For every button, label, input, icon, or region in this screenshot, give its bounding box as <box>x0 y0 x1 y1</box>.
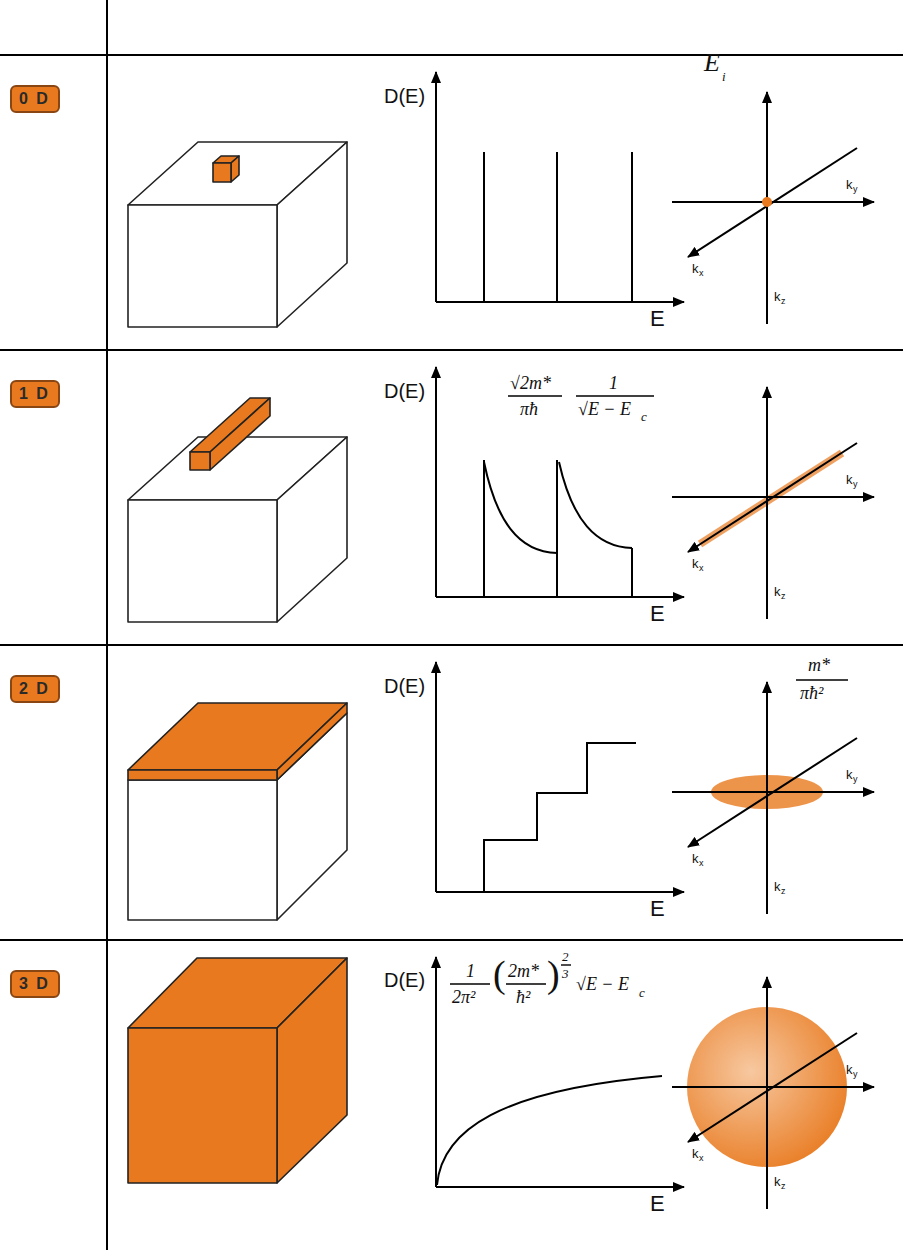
formula-part: 3 <box>562 967 569 980</box>
axis-title: D(E) <box>384 86 425 106</box>
row-label: 1 D <box>19 385 51 403</box>
row-label-box: 0 D <box>10 85 60 113</box>
k-axis-label: z <box>781 297 786 306</box>
formula-part: c <box>639 986 645 999</box>
k-axis-label: y <box>853 775 858 784</box>
row-label: 2 D <box>19 680 51 698</box>
formula-part: ) <box>547 955 560 993</box>
axes <box>436 662 874 914</box>
axes <box>436 367 874 619</box>
row-label-box: 1 D <box>10 380 60 408</box>
k-axis-label: x <box>699 269 704 278</box>
formula-part: i <box>722 70 726 83</box>
k-axis-label: k <box>774 290 781 303</box>
axis-label: E <box>650 1193 665 1215</box>
formula-part: √2m* <box>510 374 551 392</box>
row-label-box: 2 D <box>10 675 60 703</box>
k-axis-label: x <box>699 1154 704 1163</box>
cubes <box>128 142 347 1183</box>
k-axis-label: k <box>774 1175 781 1188</box>
formula-part: 1 <box>466 962 475 980</box>
row-label: 3 D <box>19 975 51 993</box>
row-label-box: 3 D <box>10 970 60 998</box>
axis-label: E <box>650 898 665 920</box>
formula-part: 1 <box>609 374 618 392</box>
formula-part: √E − E <box>576 975 629 993</box>
formula-part: ( <box>493 955 506 993</box>
formula-part: √E − E <box>578 400 631 418</box>
k-axis-label: y <box>853 185 858 194</box>
dos-curves <box>437 152 662 1185</box>
k-axis-label: k <box>846 1063 853 1076</box>
k-axis-label: k <box>692 262 699 275</box>
k-axis-label: x <box>699 564 704 573</box>
k-axis-label: k <box>846 768 853 781</box>
formula-part: 2m* <box>508 962 539 980</box>
axis-title: D(E) <box>384 970 425 990</box>
k-axis-label: k <box>846 178 853 191</box>
formula-part: 2π² <box>452 988 475 1006</box>
axes <box>436 72 874 324</box>
formula-part: c <box>641 410 647 423</box>
formula-part: m* <box>808 656 830 674</box>
axis-label: E <box>650 308 665 330</box>
axis-label: E <box>650 603 665 625</box>
formula-part: πħ <box>520 400 538 418</box>
k-point <box>762 197 772 207</box>
k-axis-label: k <box>846 473 853 486</box>
k-axis-label: k <box>692 1147 699 1160</box>
k-axis-label: y <box>853 1070 858 1079</box>
formula-part: πħ² <box>800 684 823 702</box>
k-axis-label: z <box>781 592 786 601</box>
k-axis-label: k <box>692 557 699 570</box>
row-label: 0 D <box>19 90 51 108</box>
axes <box>436 957 874 1209</box>
formula-part: 2 <box>562 950 569 963</box>
k-axis-label: k <box>692 852 699 865</box>
axis-title: D(E) <box>384 676 425 696</box>
axis-title: D(E) <box>384 381 425 401</box>
formula-part: E <box>704 50 720 76</box>
k-axis-label: z <box>781 887 786 896</box>
k-axis-label: x <box>699 859 704 868</box>
k-axis-label: k <box>774 585 781 598</box>
k-axis-label: y <box>853 480 858 489</box>
fraction-bars <box>450 396 848 984</box>
k-axis-label: k <box>774 880 781 893</box>
formula-part: ħ² <box>516 988 530 1006</box>
k-axis-label: z <box>781 1182 786 1191</box>
